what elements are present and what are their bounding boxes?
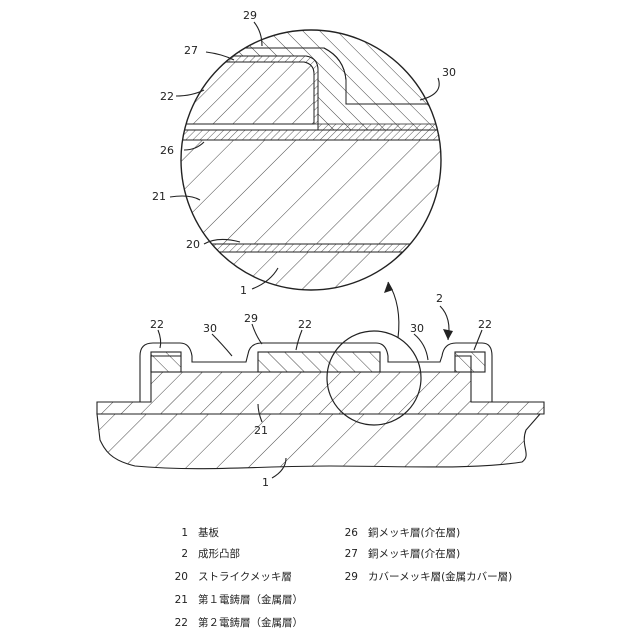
callout-21-circle: 21	[152, 190, 166, 203]
svg-text:29: 29	[345, 571, 358, 583]
callout-26-circle: 26	[160, 144, 174, 157]
svg-text:銅メッキ層(介在層): 銅メッキ層(介在層)	[368, 547, 460, 560]
legend-item: 20 ストライクメッキ層	[175, 571, 292, 583]
callout-30-main-left: 30	[203, 322, 217, 335]
svg-text:基板: 基板	[198, 526, 219, 539]
callout-2-main: 2	[436, 292, 443, 305]
svg-text:銅メッキ層(介在層): 銅メッキ層(介在層)	[368, 526, 460, 539]
svg-text:カバーメッキ層(金属カバー層): カバーメッキ層(金属カバー層)	[368, 570, 512, 583]
legend-item: 29 カバーメッキ層(金属カバー層)	[345, 570, 513, 583]
callout-1-main: 1	[262, 476, 269, 489]
svg-text:20: 20	[175, 571, 188, 583]
callout-29-circle: 29	[243, 9, 257, 22]
legend-item: 27 銅メッキ層(介在層)	[345, 547, 461, 560]
legend-item: 1 基板	[181, 526, 219, 539]
substrate-1	[97, 414, 540, 469]
svg-text:22: 22	[175, 617, 188, 629]
svg-text:1: 1	[181, 527, 188, 539]
callout-22-main-middle: 22	[298, 318, 312, 331]
callout-30-circle: 30	[442, 66, 456, 79]
callout-22-circle: 22	[160, 90, 174, 103]
legend-item: 22 第２電鋳層（金属層）	[175, 616, 303, 629]
callout-29-main: 29	[244, 312, 258, 325]
legend-item: 2 成形凸部	[181, 547, 240, 560]
svg-text:ストライクメッキ層: ストライクメッキ層	[198, 571, 292, 583]
callout-20-circle: 20	[186, 238, 200, 251]
svg-text:2: 2	[181, 548, 188, 560]
layer-22-right	[455, 352, 485, 372]
svg-text:第２電鋳層（金属層）: 第２電鋳層（金属層）	[198, 616, 303, 629]
main-cross-section	[97, 282, 544, 469]
svg-text:21: 21	[175, 594, 188, 606]
callout-22-main-right: 22	[478, 318, 492, 331]
layer-22-middle	[258, 352, 380, 372]
layer-22-left	[151, 352, 181, 372]
svg-text:27: 27	[345, 548, 358, 560]
layer-21	[97, 372, 544, 414]
callout-27-circle: 27	[184, 44, 198, 57]
legend: 1 基板 2 成形凸部 20 ストライクメッキ層 21 第１電鋳層（金属層） 2…	[175, 526, 513, 629]
svg-text:第１電鋳層（金属層）: 第１電鋳層（金属層）	[198, 593, 303, 606]
svg-text:26: 26	[345, 527, 359, 539]
callout-21-main: 21	[254, 424, 268, 437]
callout-1-circle: 1	[240, 284, 247, 297]
magnified-view	[170, 30, 460, 302]
callout-22-main-left: 22	[150, 318, 164, 331]
callout-30-main-right: 30	[410, 322, 424, 335]
legend-item: 21 第１電鋳層（金属層）	[175, 593, 303, 606]
svg-text:成形凸部: 成形凸部	[198, 547, 240, 560]
legend-item: 26 銅メッキ層(介在層)	[345, 526, 461, 539]
